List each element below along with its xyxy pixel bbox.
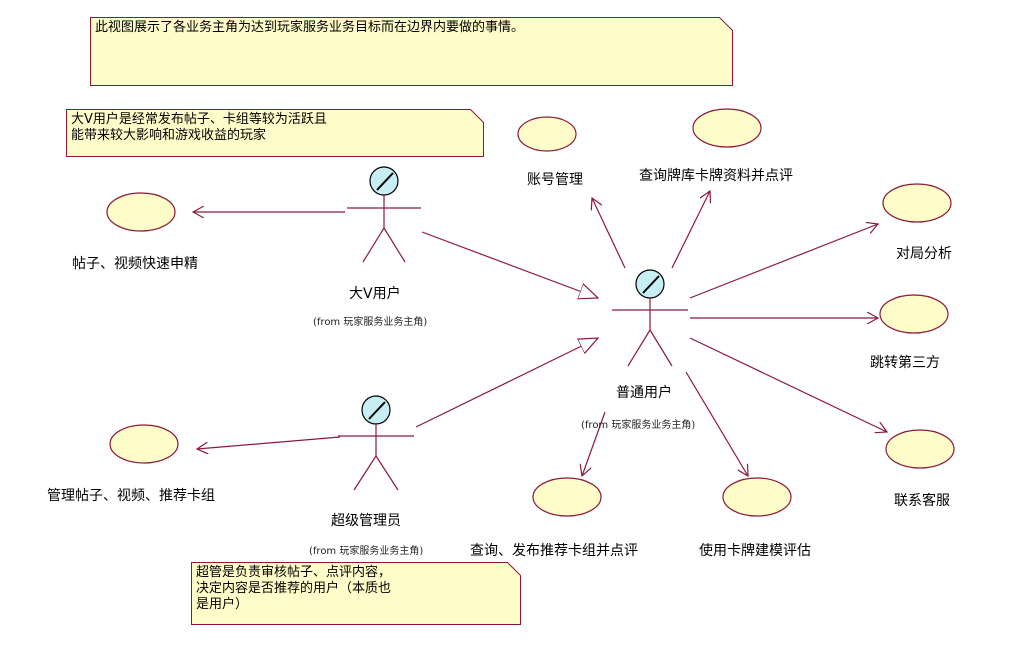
- assoc-user-cardmodel: [685, 371, 748, 476]
- usecase-post-apply-label: 帖子、视频快速申精: [72, 256, 198, 272]
- note-top-text: 此视图展示了各业务主角为达到玩家服务业务目标而在边界内要做的事情。: [95, 20, 525, 35]
- usecase-ellipse-match-analysis[interactable]: [882, 183, 952, 223]
- actor-bigv-name: 大V用户: [349, 286, 401, 302]
- usecase-contact-service-label: 联系客服: [894, 493, 950, 509]
- note-fold-icon: [719, 17, 733, 31]
- usecase-account-label: 账号管理: [527, 172, 583, 188]
- actor-user-name: 普通用户: [616, 385, 672, 401]
- note-diagram-description: 此视图展示了各业务主角为达到玩家服务业务目标而在边界内要做的事情。: [90, 17, 733, 86]
- assoc-user-querycards: [671, 191, 710, 269]
- usecase-jump-third-label: 跳转第三方: [870, 355, 940, 371]
- actor-admin-from: (from 玩家服务业务主角): [309, 546, 424, 557]
- actor-admin-figure[interactable]: [338, 395, 414, 491]
- note-bigv: 大V用户是经常发布帖子、卡组等较为活跃且 能带来较大影响和游戏收益的玩家: [66, 109, 484, 157]
- note-bigv-line1: 大V用户是经常发布帖子、卡组等较为活跃且: [71, 112, 327, 127]
- usecase-ellipse-query-cards[interactable]: [692, 108, 762, 148]
- actor-bigv-figure[interactable]: [347, 166, 421, 263]
- usecase-ellipse-jump-third[interactable]: [879, 294, 949, 334]
- usecase-ellipse-account[interactable]: [517, 116, 577, 152]
- usecase-ellipse-contact-service[interactable]: [885, 429, 955, 469]
- actor-user-figure[interactable]: [612, 269, 688, 367]
- assoc-admin-manage: [197, 436, 341, 449]
- usecase-query-decks-label: 查询、发布推荐卡组并点评: [470, 543, 638, 559]
- usecase-manage-posts-label: 管理帖子、视频、推荐卡组: [47, 488, 215, 504]
- actor-admin-name: 超级管理员: [331, 513, 401, 529]
- actor-user-from: (from 玩家服务业务主角): [581, 420, 696, 431]
- usecase-match-analysis-label: 对局分析: [896, 246, 952, 262]
- usecase-ellipse-card-model[interactable]: [722, 477, 792, 517]
- note-admin-line1: 超管是负责审核帖子、点评内容，: [196, 565, 392, 580]
- note-fold-icon: [507, 562, 521, 576]
- gen-admin-user: [415, 338, 598, 428]
- usecase-ellipse-manage-posts[interactable]: [109, 424, 179, 464]
- note-bigv-line2: 能带来较大影响和游戏收益的玩家: [71, 128, 267, 143]
- assoc-user-account: [592, 198, 626, 269]
- usecase-ellipse-post-apply[interactable]: [106, 192, 176, 232]
- note-admin-line2: 决定内容是否推荐的用户（本质也: [196, 581, 392, 596]
- gen-bigv-user: [421, 231, 598, 298]
- assoc-user-querydecks: [582, 411, 606, 476]
- note-admin-line3: 是用户）: [196, 597, 249, 612]
- usecase-ellipse-query-decks[interactable]: [532, 477, 602, 517]
- note-fold-icon: [470, 109, 484, 123]
- note-admin: 超管是负责审核帖子、点评内容， 决定内容是否推荐的用户（本质也 是用户）: [191, 562, 521, 625]
- usecase-query-cards-label: 查询牌库卡牌资料并点评: [639, 168, 793, 184]
- assoc-user-contact: [689, 337, 887, 432]
- assoc-user-match: [689, 224, 878, 299]
- usecase-card-model-label: 使用卡牌建模评估: [699, 543, 811, 559]
- actor-bigv-from: (from 玩家服务业务主角): [313, 317, 428, 328]
